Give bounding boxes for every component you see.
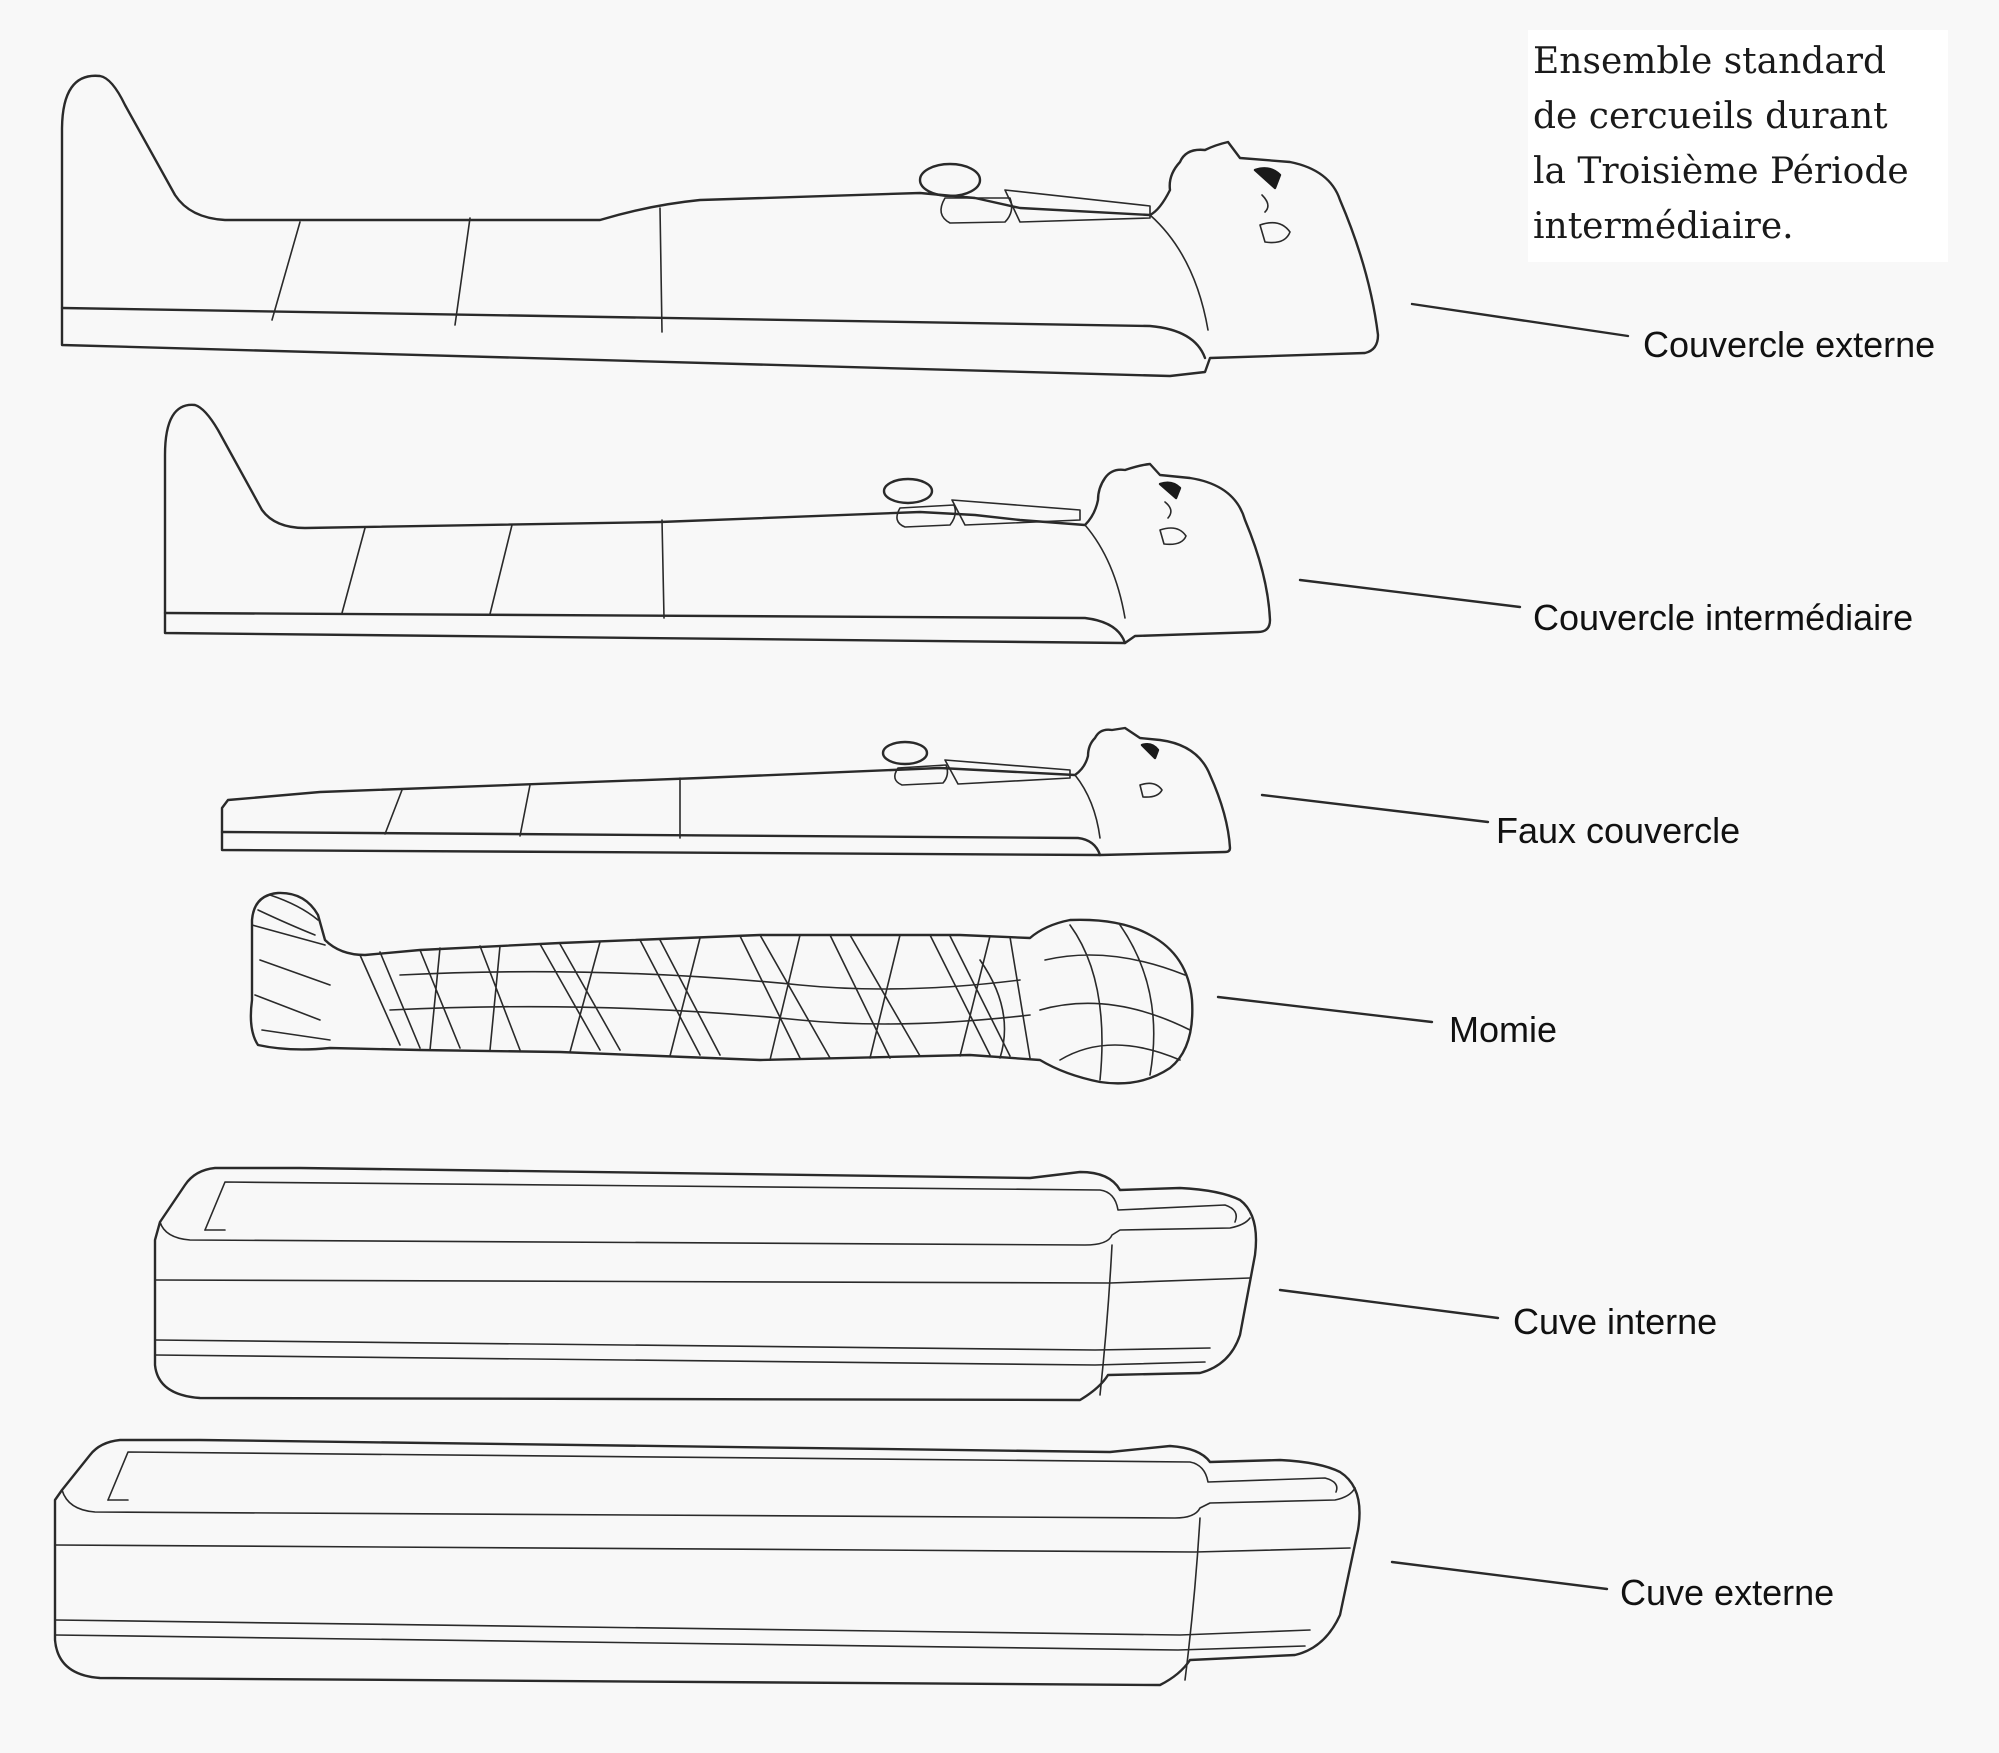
leader-line-outer-lid	[1410, 302, 1630, 338]
intermediate-lid-eye	[1158, 481, 1182, 500]
title-panel	[1528, 30, 1948, 262]
false-lid-band-2	[519, 784, 531, 837]
intermediate-lid-band-2	[489, 524, 513, 615]
outer-lid-wig-line	[1149, 214, 1209, 331]
false-lid-base-edge	[220, 830, 1102, 857]
false-lid-hand-left	[881, 740, 929, 766]
intermediate-lid-outline	[163, 403, 1272, 645]
leader-line-intermediate-lid	[1298, 578, 1522, 609]
label-mummy: Momie	[1449, 1009, 1558, 1050]
outer-lid-collar	[1004, 189, 1151, 223]
outer-case-rim-outer	[61, 1487, 1356, 1519]
mummy-foot-wraps	[251, 924, 331, 1041]
leader-line-outer-case	[1390, 1560, 1609, 1591]
mummy-neck-line	[979, 959, 1006, 1059]
intermediate-lid-band-1	[341, 527, 366, 614]
outer-lid-outline	[60, 74, 1380, 378]
outer-case-band-1	[54, 1544, 1351, 1553]
outer-lid-eye	[1253, 167, 1282, 190]
intermediate-lid-hand-right	[896, 504, 957, 528]
outer-lid-base-edge	[60, 306, 1207, 360]
outer-case-outline	[53, 1438, 1361, 1687]
title-line-1: Ensemble standard	[1533, 41, 1887, 82]
mummy-torso-wraps	[739, 934, 921, 1061]
false-lid-hand-right	[894, 764, 949, 786]
mummy-chest-wraps	[929, 934, 1031, 1059]
outer-lid-ear	[1259, 221, 1291, 244]
false-lid-band-1	[384, 789, 403, 835]
inner-case-band-1	[154, 1277, 1251, 1284]
intermediate-lid-base-edge	[163, 611, 1127, 645]
false-lid-ear	[1139, 782, 1163, 798]
false-lid-wig-line	[1074, 774, 1101, 839]
intermediate-lid-ear	[1159, 527, 1187, 546]
inner-case-band-3	[154, 1354, 1206, 1366]
outer-lid-band-3	[659, 207, 663, 333]
outer-lid-hand-right	[940, 197, 1013, 224]
title-line-3: la Troisième Période	[1533, 151, 1909, 192]
mummy-head-wraps	[1039, 924, 1191, 1081]
label-false-lid: Faux couvercle	[1496, 810, 1741, 851]
title-line-2: de cercueils durant	[1533, 96, 1888, 137]
outer-case-rim-inner	[107, 1451, 1338, 1501]
leader-line-mummy	[1216, 995, 1434, 1024]
outer-case-band-2	[54, 1619, 1311, 1636]
false-lid-outline	[220, 726, 1232, 857]
mummy-foot-top-wraps	[257, 894, 319, 936]
label-outer-lid: Couvercle externe	[1643, 324, 1936, 365]
false-lid-collar	[944, 759, 1071, 785]
leader-line-false-lid	[1260, 793, 1490, 824]
leader-line-inner-case	[1278, 1288, 1500, 1320]
intermediate-lid-drawing	[163, 403, 1272, 645]
inner-case-drawing	[153, 1166, 1258, 1402]
label-inner-case: Cuve interne	[1513, 1301, 1718, 1342]
title-line-4: intermédiaire.	[1533, 206, 1794, 247]
intermediate-lid-collar	[951, 499, 1081, 526]
inner-case-band-2	[154, 1339, 1211, 1351]
outer-lid-band-2	[454, 217, 471, 326]
outer-case-shoulder-line	[1184, 1517, 1201, 1681]
intermediate-lid-band-3	[661, 519, 665, 619]
mummy-long-wraps	[389, 970, 1031, 1025]
intermediate-lid-wig-line	[1084, 524, 1126, 619]
mummy-drawing	[249, 891, 1194, 1085]
outer-case-drawing	[53, 1438, 1361, 1687]
inner-case-rim-outer	[159, 1217, 1251, 1246]
outer-lid-band-1	[271, 221, 301, 321]
mummy-outline	[249, 891, 1194, 1085]
label-outer-case: Cuve externe	[1620, 1572, 1835, 1613]
outer-lid-eye-mark	[1261, 194, 1269, 213]
inner-case-shoulder-line	[1099, 1244, 1113, 1396]
inner-case-rim-inner	[204, 1181, 1238, 1231]
outer-lid-hand-left	[918, 162, 982, 198]
false-lid-eye	[1140, 742, 1160, 760]
mummy-thigh-wraps	[539, 937, 721, 1057]
outer-lid-drawing	[60, 74, 1380, 378]
inner-case-outline	[153, 1166, 1258, 1402]
outer-case-band-3	[54, 1634, 1306, 1651]
mummy-leg-wraps	[359, 945, 521, 1051]
label-intermediate-lid: Couvercle intermédiaire	[1533, 597, 1914, 638]
intermediate-lid-eye-mark	[1164, 501, 1172, 519]
false-lid-drawing	[220, 726, 1232, 857]
intermediate-lid-hand-left	[882, 477, 934, 505]
